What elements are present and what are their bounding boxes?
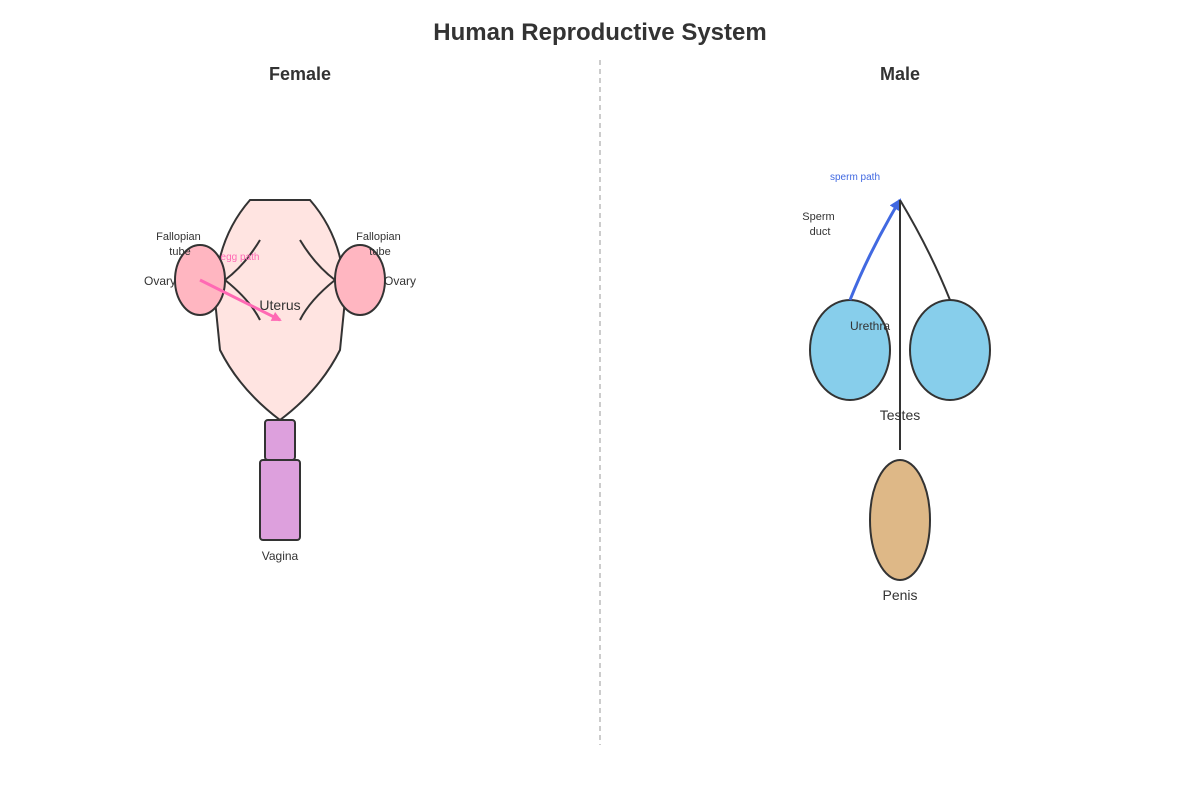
ovary-right <box>334 244 386 316</box>
fallopian-tube-right <box>299 239 336 281</box>
testes-label: Testes <box>880 407 920 423</box>
cervix <box>264 419 296 461</box>
ovary-right-label: Ovary <box>384 274 416 288</box>
sperm-path-arrow <box>848 198 902 301</box>
fallopian-tube-left-lower <box>224 279 261 321</box>
sperm-duct-label: Sperm duct <box>802 211 837 238</box>
urethra-label: Urethra <box>850 319 890 333</box>
fallopian-tube-right-label: Fallopian tube <box>356 231 404 258</box>
fallopian-tube-left-label: Fallopian tube <box>156 231 204 258</box>
testis-left <box>809 299 891 401</box>
male-section: Male sperm path Sperm duct Urethra Teste… <box>802 64 991 603</box>
male-heading: Male <box>880 64 920 84</box>
female-section: Female Fallopian tube Fallopian tube Ova… <box>144 64 416 563</box>
fallopian-tube-left <box>224 239 261 281</box>
egg-path-arrow <box>199 278 282 322</box>
sperm-path-label: sperm path <box>830 172 880 183</box>
penis-shape <box>869 459 931 581</box>
ovary-left-label: Ovary <box>144 274 176 288</box>
testis-right <box>909 299 991 401</box>
sperm-duct-right <box>899 199 951 301</box>
penis-label: Penis <box>882 587 917 603</box>
female-heading: Female <box>269 64 331 84</box>
diagram-title: Human Reproductive System <box>433 19 766 46</box>
fallopian-tube-right-lower <box>299 279 336 321</box>
vagina-label: Vagina <box>262 549 299 563</box>
egg-path-label: egg path <box>221 252 260 263</box>
vagina-shape <box>259 459 301 541</box>
uterus-label: Uterus <box>259 297 300 313</box>
